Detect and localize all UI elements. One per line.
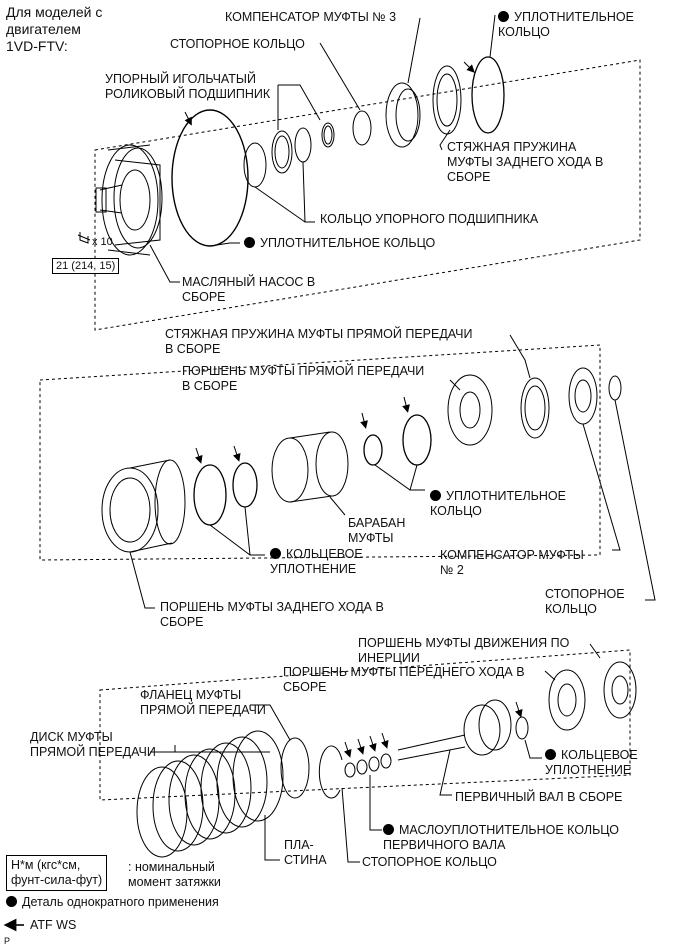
label-plate: ПЛА- СТИНА: [284, 838, 327, 867]
bolt-quantity: x 10: [92, 236, 113, 248]
label-input-shaft: ПЕРВИЧНЫЙ ВАЛ В СБОРЕ: [455, 790, 623, 804]
non-reusable-dot-icon: [244, 237, 255, 248]
label-reverse-spring: СТЯЖНАЯ ПРУЖИНА МУФТЫ ЗАДНЕГО ХОДА В СБО…: [447, 140, 604, 184]
label-reverse-piston: ПОРШЕНЬ МУФТЫ ЗАДНЕГО ХОДА В СБОРЕ: [160, 600, 384, 629]
non-reusable-dot-icon: [498, 11, 509, 22]
legend-atf: ATF WS: [30, 918, 77, 932]
label-direct-flange: ФЛАНЕЦ МУФТЫ ПРЯМОЙ ПЕРЕДАЧИ: [140, 688, 266, 717]
label-direct-spring: СТЯЖНАЯ ПРУЖИНА МУФТЫ ПРЯМОЙ ПЕРЕДАЧИ В …: [165, 327, 473, 356]
non-reusable-dot-icon: [430, 490, 441, 501]
legend-torque-desc: : номинальный момент затяжки: [128, 860, 221, 889]
corner-mark: P: [4, 936, 11, 946]
label-clutch-compensator-3: КОМПЕНСАТОР МУФТЫ № 3: [225, 10, 397, 24]
model-note: Для моделей с двигателем 1VD-FTV:: [6, 4, 103, 54]
non-reusable-dot-icon: [270, 548, 281, 559]
non-reusable-dot-icon: [545, 749, 556, 760]
non-reusable-dot-icon: [6, 896, 17, 907]
label-snap-ring-bottom: СТОПОРНОЕ КОЛЬЦО: [362, 855, 497, 869]
label-bearing-race: КОЛЬЦО УПОРНОГО ПОДШИПНИКА: [320, 212, 539, 226]
label-oil-seal-ring: МАСЛОУПЛОТНИТЕЛЬНОЕ КОЛЬЦО ПЕРВИЧНОГО ВА…: [383, 823, 620, 852]
label-coast-piston: ПОРШЕНЬ МУФТЫ ДВИЖЕНИЯ ПО ИНЕРЦИИ: [358, 636, 570, 665]
label-oil-pump: МАСЛЯНЫЙ НАСОС В СБОРЕ: [182, 275, 316, 304]
label-o-ring-pump: УПЛОТНИТЕЛЬНОЕ КОЛЬЦО: [244, 236, 435, 251]
reverse-piston-drawing: [101, 459, 186, 553]
label-o-ring-top: УПЛОТНИТЕЛЬНОЕ КОЛЬЦО: [498, 10, 634, 39]
label-clutch-compensator-2: КОМПЕНСАТОР МУФТЫ № 2: [440, 548, 584, 577]
label-direct-disc: ДИСК МУФТЫ ПРЯМОЙ ПЕРЕДАЧИ: [30, 730, 156, 759]
label-o-ring-mid: УПЛОТНИТЕЛЬНОЕ КОЛЬЦО: [430, 489, 566, 518]
torque-spec: 21 (214, 15): [52, 258, 120, 274]
legend-non-reusable: Деталь однократного применения: [6, 895, 219, 910]
legend-torque-unit: Н*м (кгс*см, фунт-сила-фут): [6, 855, 108, 891]
label-needle-bearing: УПОРНЫЙ ИГОЛЬЧАТЫЙ РОЛИКОВЫЙ ПОДШИПНИК: [105, 72, 271, 101]
label-snap-ring-mid: СТОПОРНОЕ КОЛЬЦО: [545, 587, 625, 616]
label-clutch-drum: БАРАБАН МУФТЫ: [348, 516, 406, 545]
clutch-pack-drawing: [136, 730, 284, 858]
non-reusable-dot-icon: [383, 824, 394, 835]
label-direct-piston: ПОРШЕНЬ МУФТЫ ПРЯМОЙ ПЕРЕДАЧИ В СБОРЕ: [182, 364, 425, 393]
label-ring-seal-mid: КОЛЬЦЕВОЕ УПЛОТНЕНИЕ: [270, 547, 363, 576]
oil-pump-drawing: [95, 144, 163, 256]
clutch-drum-drawing: [271, 431, 349, 503]
label-forward-piston: ПОРШЕНЬ МУФТЫ ПЕРЕДНЕГО ХОДА В СБОРЕ: [283, 665, 525, 694]
label-snap-ring-top: СТОПОРНОЕ КОЛЬЦО: [170, 37, 305, 51]
label-ring-seal-bottom: КОЛЬЦЕВОЕ УПЛОТНЕНИЕ: [545, 748, 638, 777]
